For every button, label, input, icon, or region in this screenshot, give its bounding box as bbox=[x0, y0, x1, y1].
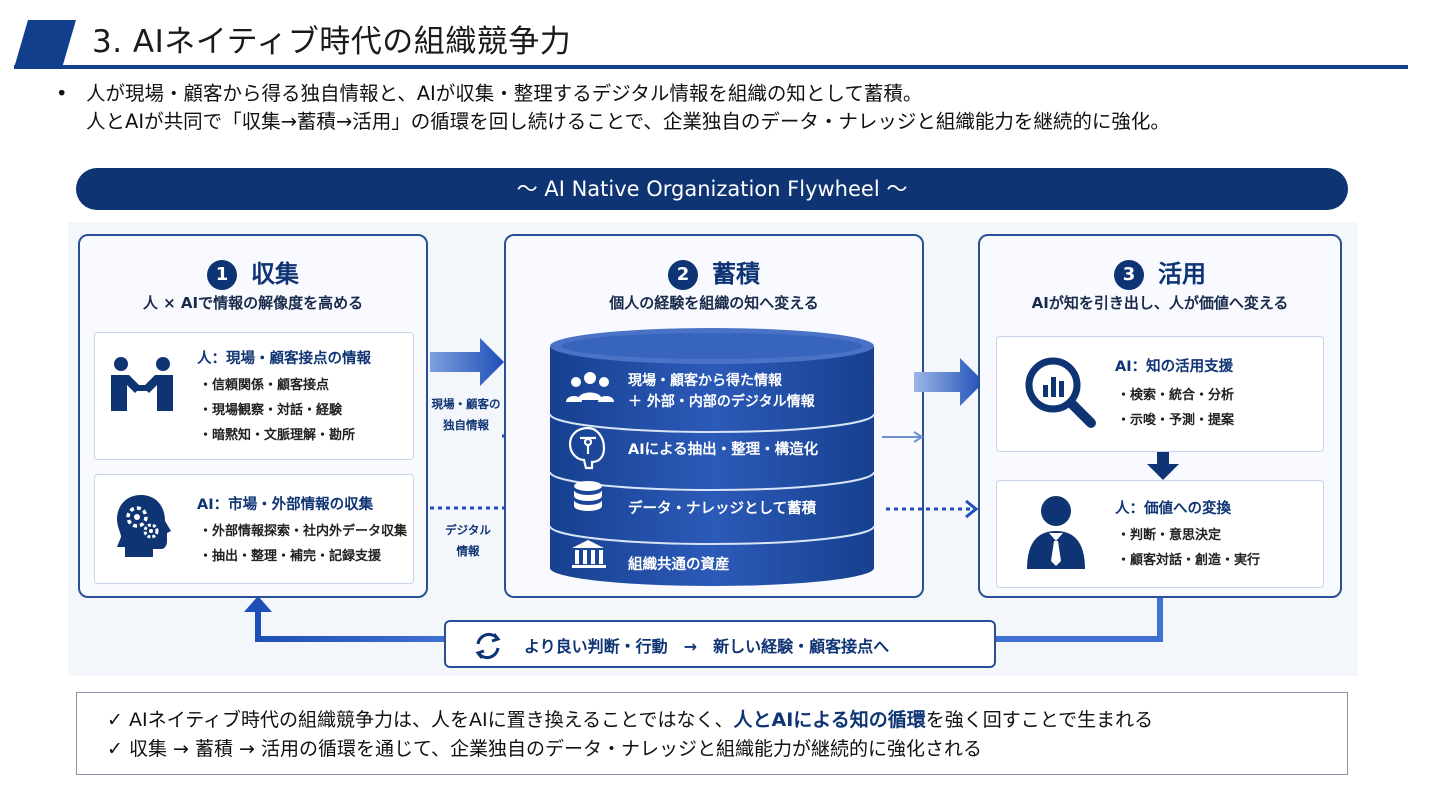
down-arrow-icon bbox=[1147, 452, 1179, 480]
summary-line-1: ✓ AIネイティブ時代の組織競争力は、人をAIに置き換えることではなく、人とAI… bbox=[107, 707, 1153, 733]
accumulate-number-badge: 2 bbox=[668, 260, 698, 290]
human-info-card-title: 人：現場・顧客接点の情報 bbox=[197, 351, 371, 367]
handshake-icon bbox=[109, 355, 175, 415]
people-icon bbox=[566, 372, 614, 402]
page-title: 3. AIネイティブ時代の組織競争力 bbox=[92, 24, 572, 60]
utilize-title: 活用 bbox=[1158, 260, 1206, 288]
big-arrow-icon bbox=[430, 338, 504, 386]
institution-icon bbox=[572, 540, 606, 568]
field-info-label-line2: 独自情報 bbox=[443, 418, 489, 432]
title-accent-shape bbox=[14, 20, 76, 68]
utilize-number-badge: 3 bbox=[1114, 260, 1144, 290]
ai-collect-card-title: AI：市場・外部情報の収集 bbox=[197, 497, 374, 513]
field-info-label-line1: 現場・顧客の bbox=[431, 397, 501, 411]
slide-title-bar: 3. AIネイティブ時代の組織競争力 bbox=[14, 18, 1408, 70]
analytics-search-icon bbox=[1023, 355, 1097, 435]
accumulate-title: 蓄積 bbox=[712, 260, 760, 288]
human-info-list: ・信頼関係・顧客接点 ・現場観察・対話・経験 ・暗黙知・文脈理解・勘所 bbox=[199, 373, 355, 448]
database-icon bbox=[574, 481, 602, 511]
collect-to-accumulate-arrows bbox=[430, 338, 508, 510]
bullet-line-2: 人とAIが共同で「収集→蓄積→活用」の循環を回し続けることで、企業独自のデータ・… bbox=[86, 110, 1170, 133]
digital-info-label-line1: デジタル bbox=[445, 523, 491, 537]
utilize-panel: 3 活用 AIが知を引き出し、人が価値へ変える AI：知の活用支援 ・検索・統合・… bbox=[978, 234, 1342, 598]
list-item: ・示唆・予測・提案 bbox=[1117, 413, 1235, 428]
check-icon: ✓ bbox=[107, 709, 123, 731]
ai-utilize-card: AI：知の活用支援 ・検索・統合・分析 ・示唆・予測・提案 bbox=[996, 336, 1324, 452]
collect-heading: 1 収集 bbox=[80, 254, 426, 290]
summary-line-1-post: を強く回すことで生まれる bbox=[925, 709, 1154, 731]
feedback-loop-box: より良い判断・行動 → 新しい経験・顧客接点へ bbox=[444, 620, 996, 668]
human-value-card: 人：価値への変換 ・判断・意思決定 ・顧客対話・創造・実行 bbox=[996, 480, 1324, 588]
collect-number-badge: 1 bbox=[207, 260, 237, 290]
list-item: ・暗黙知・文脈理解・勘所 bbox=[199, 428, 356, 443]
businessperson-icon bbox=[1023, 493, 1089, 575]
list-item: ・判断・意思決定 bbox=[1117, 528, 1222, 543]
ai-head-gears-icon bbox=[113, 493, 171, 563]
cylinder-layer-3-text: データ・ナレッジとして蓄積 bbox=[628, 499, 817, 517]
accumulate-heading: 2 蓄積 bbox=[506, 254, 922, 290]
digital-info-label: デジタル 情報 bbox=[430, 520, 506, 562]
summary-line-2: ✓ 収集 → 蓄積 → 活用の循環を通じて、企業独自のデータ・ナレッジと組織能力… bbox=[107, 736, 982, 762]
ai-utilize-card-title: AI：知の活用支援 bbox=[1115, 359, 1234, 375]
cylinder-layer-4-text: 組織共通の資産 bbox=[628, 555, 730, 573]
cycle-icon bbox=[475, 632, 501, 660]
list-item: ・顧客対話・創造・実行 bbox=[1117, 553, 1261, 568]
list-item: ・現場観察・対話・経験 bbox=[199, 403, 343, 418]
list-item: ・信頼関係・顧客接点 bbox=[199, 378, 330, 393]
accumulate-subtitle: 個人の経験を組織の知へ変える bbox=[609, 294, 819, 312]
cylinder-layer-1-line2: ＋ 外部・内部のデジタル情報 bbox=[628, 393, 816, 410]
human-value-card-title: 人：価値への変換 bbox=[1115, 501, 1231, 517]
summary-line-2-text: 収集 → 蓄積 → 活用の循環を通じて、企業独自のデータ・ナレッジと組織能力が継… bbox=[128, 738, 983, 760]
summary-box: ✓ AIネイティブ時代の組織競争力は、人をAIに置き換えることではなく、人とAI… bbox=[76, 692, 1348, 775]
digital-info-label-line2: 情報 bbox=[456, 544, 480, 558]
ai-collect-list: ・外部情報探索・社内外データ収集 ・抽出・整理・補完・記録支援 bbox=[199, 519, 407, 569]
title-underline bbox=[14, 65, 1408, 69]
utilize-heading: 3 活用 bbox=[980, 254, 1340, 290]
human-value-list: ・判断・意思決定 ・顧客対話・創造・実行 bbox=[1117, 523, 1260, 573]
big-arrow-icon bbox=[914, 358, 984, 406]
feedback-loop-connector bbox=[244, 596, 1163, 642]
cylinder-layer-1-line1: 現場・顧客から得た情報 bbox=[628, 372, 783, 389]
flywheel-header: ～ AI Native Organization Flywheel ～ bbox=[76, 168, 1348, 210]
bullet-line-1: 人が現場・顧客から得る独自情報と、AIが収集・整理するデジタル情報を組織の知とし… bbox=[86, 82, 923, 105]
feedback-loop-text: より良い判断・行動 → 新しい経験・顧客接点へ bbox=[524, 637, 890, 656]
collect-panel: 1 収集 人 × AIで情報の解像度を高める 人：現場・顧客接点の情報 ・信頼関係… bbox=[78, 234, 428, 598]
summary-highlight: 人とAIによる知の循環 bbox=[733, 709, 926, 731]
cylinder-layer-2-text: AIによる抽出・整理・構造化 bbox=[628, 440, 819, 458]
human-info-card: 人：現場・顧客接点の情報 ・信頼関係・顧客接点 ・現場観察・対話・経験 ・暗黙知… bbox=[94, 332, 414, 460]
check-icon: ✓ bbox=[107, 738, 123, 760]
knowledge-cylinder: 現場・顧客から得た情報 ＋ 外部・内部のデジタル情報 AIによる抽出・整理・構造… bbox=[549, 328, 875, 586]
field-info-label: 現場・顧客の 独自情報 bbox=[428, 394, 504, 436]
summary-line-1-pre: AIネイティブ時代の組織競争力は、人をAIに置き換えることではなく、 bbox=[128, 709, 734, 731]
accumulate-to-utilize-arrows bbox=[882, 431, 979, 519]
list-item: ・抽出・整理・補完・記録支援 bbox=[199, 549, 382, 564]
ai-utilize-list: ・検索・統合・分析 ・示唆・予測・提案 bbox=[1117, 383, 1234, 433]
bullet-marker: • bbox=[56, 82, 68, 105]
ai-brain-icon bbox=[568, 426, 606, 470]
list-item: ・検索・統合・分析 bbox=[1117, 388, 1235, 403]
collect-title: 収集 bbox=[251, 260, 299, 288]
utilize-subtitle: AIが知を引き出し、人が価値へ変える bbox=[1031, 294, 1289, 312]
collect-subtitle: 人 × AIで情報の解像度を高める bbox=[142, 294, 364, 312]
list-item: ・外部情報探索・社内外データ収集 bbox=[199, 524, 408, 539]
ai-collect-card: AI：市場・外部情報の収集 ・外部情報探索・社内外データ収集 ・抽出・整理・補完… bbox=[94, 474, 414, 584]
